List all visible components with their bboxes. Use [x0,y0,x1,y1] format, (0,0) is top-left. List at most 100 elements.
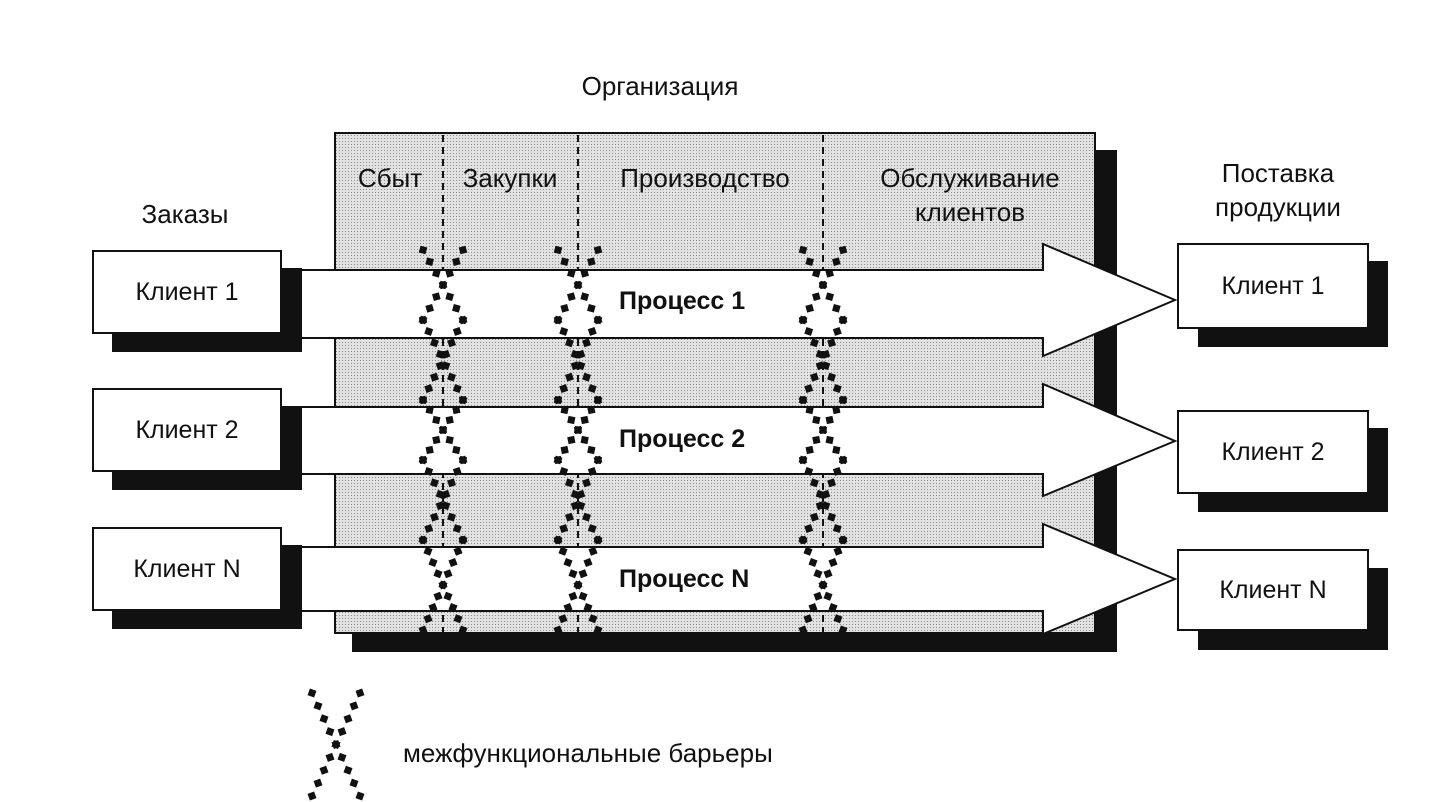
barrier-dot [447,372,456,382]
barrier-dot [805,257,814,266]
barrier-dot [580,292,589,301]
barrier-dot [559,327,569,336]
barrier-dot [576,349,586,359]
barrier-dot [424,327,434,336]
barrier-dot [573,580,583,590]
barrier-dot [808,557,818,568]
barrier-dot [832,304,841,313]
barrier-dot [588,614,598,624]
barrier-dot [560,304,569,313]
barrier-dot [583,602,593,613]
barrier-dot [580,269,589,278]
client-in-3: Клиент N [92,527,282,611]
barrier-dot [798,315,808,325]
barrier-dot [565,338,574,348]
process-arrow-2 [279,382,1178,498]
barrier-dot [432,269,441,278]
barrier-dot [452,405,461,415]
barrier-dot [821,489,831,499]
barrier-dot [458,245,468,255]
barrier-dot [558,614,568,624]
barrier-dot [805,445,814,455]
barrier-dot [313,778,323,788]
barrier-dot [433,569,443,579]
barrier-dot [823,591,833,601]
barrier-dot [452,445,461,455]
barrier-dot [553,315,563,325]
barrier-dot [804,327,814,336]
barrier-dot [805,405,814,415]
barrier-dot [428,557,438,568]
barrier-dot [418,245,428,255]
barrier-dot [430,372,439,382]
barrier-dot [553,455,563,465]
barrier-dot [452,467,462,476]
barrier-dot [425,257,434,266]
barrier-dot [430,338,439,348]
barrier-dot [568,569,578,579]
barrier-dot [435,361,445,371]
barrier-dot [565,478,574,488]
client-out-2: Клиент 2 [1177,410,1369,494]
cross-functional-barriers [418,245,848,635]
barrier-dot [423,614,433,624]
barrier-dot [438,580,448,590]
barrier-dot [447,478,456,488]
legend-label: межфункциональные барьеры [403,738,773,768]
orders-label: Заказы [141,199,229,229]
barrier-dot [587,257,596,266]
barrier-dot [563,557,573,568]
barrier-dot [424,384,434,393]
barrier-dot [838,455,848,465]
barrier-dot [458,315,468,325]
barrier-dot [825,292,834,301]
barrier-dot [432,435,441,445]
barrier-dot [798,395,808,405]
barrier-dot [433,591,443,601]
barrier-dot [452,257,461,266]
barrier-dot [582,478,591,488]
barrier-dot [438,425,448,435]
barrier-dot [832,384,842,393]
barrier-dot [815,361,825,371]
client-out-3: Клиент N [1177,549,1369,631]
barrier-dot [435,501,445,511]
barrier-dot [428,602,438,613]
barrier-dot [553,535,563,545]
barrier-dot [587,384,597,393]
barrier-dot [570,501,580,511]
barrier-dot [587,327,597,336]
barrier-dot [813,591,823,601]
barrier-dot [587,445,596,455]
barrier-dot [430,512,439,522]
barrier-dot [452,327,462,336]
barrier-dot [418,535,428,545]
barrier-dot [808,602,818,613]
barrier-dot [803,546,813,556]
barrier-dot [583,557,593,568]
barrier-dot [553,625,563,635]
barrier-dot [804,384,814,393]
barrier-dot [803,614,813,624]
barrier-dot [810,512,819,522]
barrier-dot [430,478,439,488]
barrier-dot [307,688,317,698]
barrier-dot [587,405,596,415]
barrier-dot [558,546,568,556]
barrier-dot [588,546,598,556]
barrier-dot [325,752,335,762]
barrier-dot [827,372,836,382]
barrier-dot [804,467,814,476]
barrier-dot [578,569,588,579]
barrier-dot [563,602,573,613]
barrier-dot [425,405,434,415]
dotted-x-barrier-icon [307,688,365,801]
barrier-dot [813,569,823,579]
barrier-dot [337,752,347,762]
barrier-dot [812,435,821,445]
barrier-dot [453,546,463,556]
client-out-1: Клиент 1 [1177,243,1369,329]
barrier-dot [319,765,329,775]
barrier-dot [452,304,461,313]
barrier-dot [838,315,848,325]
